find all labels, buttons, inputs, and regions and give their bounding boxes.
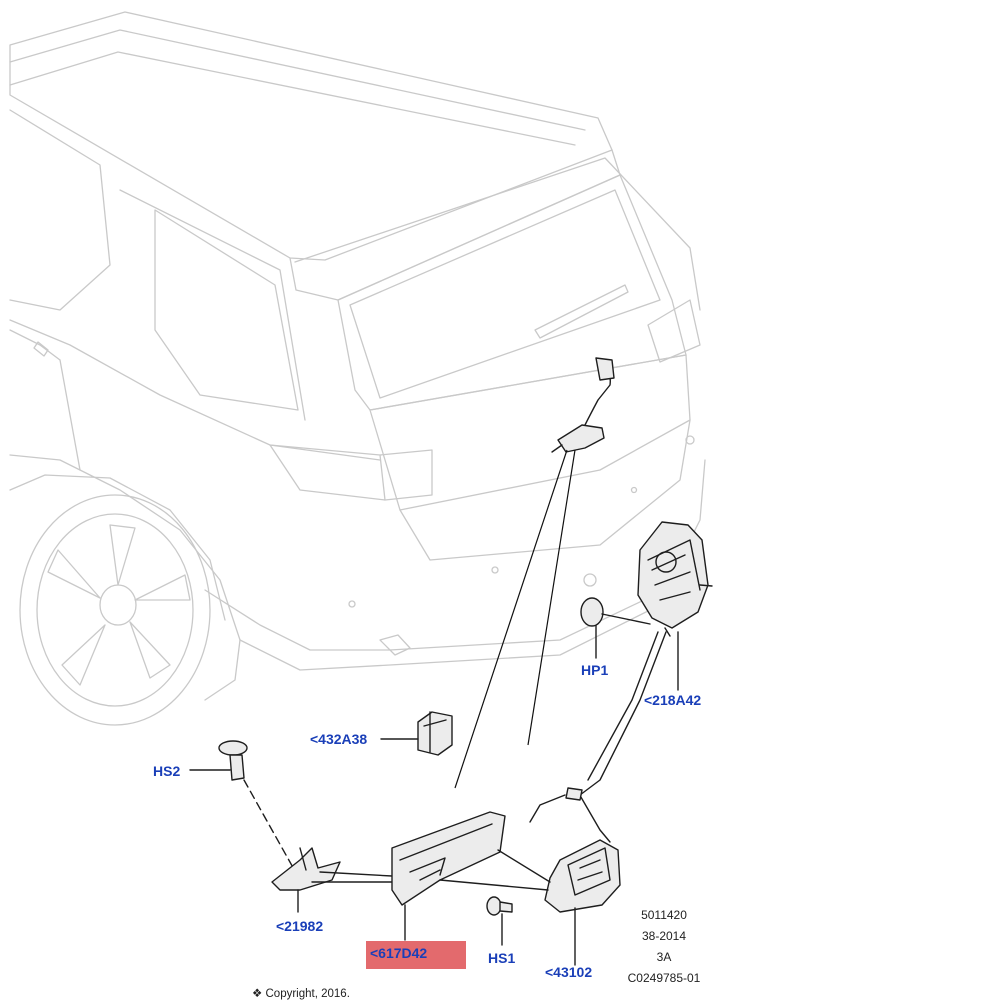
hs1-screw xyxy=(486,896,513,946)
cables xyxy=(529,631,679,843)
hp1-clip xyxy=(580,597,651,659)
vehicle-outline xyxy=(9,11,706,726)
tailgate-actuator xyxy=(637,521,713,637)
tailgate-switch xyxy=(380,711,453,756)
reference-number: 5011420 xyxy=(641,908,687,922)
reference-version: 3A xyxy=(656,950,672,964)
tailgate-handle xyxy=(391,811,551,941)
release-cable-upper xyxy=(551,357,615,453)
callout-432a38[interactable]: <432A38 xyxy=(310,731,368,747)
callout-hp1[interactable]: HP1 xyxy=(581,662,609,678)
callout-617d42-highlighted[interactable]: <617D42 xyxy=(366,941,466,969)
reference-block: 5011420 38-2014 3A C0249785-01 xyxy=(624,907,704,986)
callout-43102[interactable]: <43102 xyxy=(545,964,593,980)
callout-21982[interactable]: <21982 xyxy=(276,918,324,934)
callout-hs1[interactable]: HS1 xyxy=(488,950,516,966)
callout-218a42[interactable]: <218A42 xyxy=(644,692,702,708)
latch-assembly xyxy=(544,839,621,966)
copyright-notice: ❖ Copyright, 2016. xyxy=(252,988,350,1000)
hs2-screw xyxy=(189,740,301,881)
reference-date: 38-2014 xyxy=(641,929,687,943)
callout-hs2[interactable]: HS2 xyxy=(153,763,181,779)
reference-code: C0249785-01 xyxy=(627,971,701,985)
handle-bracket xyxy=(271,847,399,913)
